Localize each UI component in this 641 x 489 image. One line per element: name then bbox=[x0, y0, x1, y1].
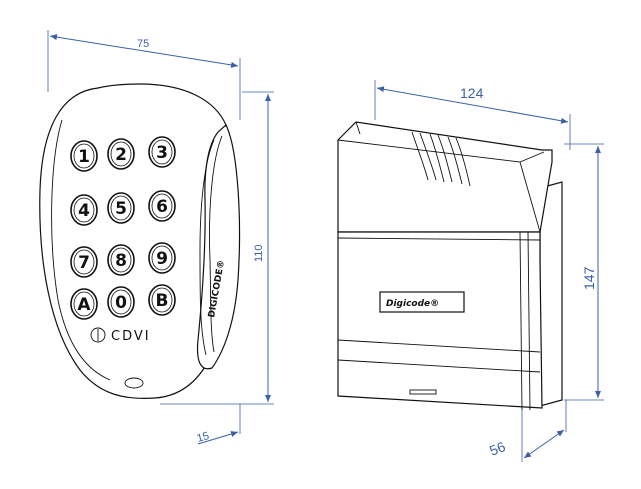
housing-drawing: Digicode® bbox=[337, 121, 563, 411]
housing-slot bbox=[409, 389, 437, 395]
key-label: 4 bbox=[78, 201, 90, 221]
keypad-side bbox=[196, 124, 241, 370]
housing-logo: Digicode® bbox=[386, 299, 439, 309]
key-5: 5 bbox=[107, 192, 135, 224]
key-6: 6 bbox=[148, 190, 176, 222]
housing-lid bbox=[337, 121, 553, 233]
cdvi-logo-icon bbox=[90, 327, 106, 343]
key-label: 2 bbox=[115, 145, 127, 165]
key-label: 3 bbox=[156, 143, 168, 163]
housing-front bbox=[337, 231, 543, 409]
dimension-housing-width: 124 bbox=[374, 80, 571, 150]
key-label: 5 bbox=[115, 199, 127, 219]
key-label: 7 bbox=[78, 253, 90, 273]
dim-147-label: 147 bbox=[581, 266, 597, 290]
key-3: 3 bbox=[148, 136, 176, 168]
led-indicator bbox=[124, 377, 144, 389]
key-label: A bbox=[77, 295, 91, 315]
key-label: B bbox=[156, 291, 169, 311]
dimension-keypad-depth: 15 bbox=[196, 404, 241, 445]
dimension-keypad-height: 110 bbox=[160, 91, 274, 405]
key-label: 0 bbox=[115, 293, 127, 313]
key-8: 8 bbox=[107, 244, 135, 276]
key-2: 2 bbox=[107, 138, 135, 170]
dimension-housing-height: 147 bbox=[564, 143, 604, 401]
dimension-keypad-width: 75 bbox=[47, 30, 241, 120]
key-7: 7 bbox=[70, 246, 98, 278]
key-0: 0 bbox=[107, 286, 135, 318]
key-label: 6 bbox=[156, 197, 168, 217]
key-label: 8 bbox=[115, 251, 127, 271]
keypad-keys: 1 2 3 4 5 6 7 8 9A 0 B bbox=[70, 136, 176, 320]
dim-15-label: 15 bbox=[196, 430, 211, 445]
brand-label: CDVI bbox=[111, 329, 151, 344]
dim-110-label: 110 bbox=[253, 244, 265, 262]
key-label: 1 bbox=[78, 147, 90, 167]
dim-75-label: 75 bbox=[137, 38, 149, 50]
key-b: B bbox=[148, 284, 176, 316]
key-a: A bbox=[70, 288, 98, 320]
key-1: 1 bbox=[70, 140, 98, 172]
dim-56-label: 56 bbox=[487, 438, 508, 459]
dim-124-label: 124 bbox=[460, 85, 484, 101]
key-label: 9 bbox=[156, 249, 168, 269]
key-9: 9 bbox=[148, 242, 176, 274]
key-4: 4 bbox=[70, 194, 98, 226]
dimension-housing-depth: 56 bbox=[487, 400, 567, 462]
housing-logo-plate bbox=[379, 291, 465, 313]
